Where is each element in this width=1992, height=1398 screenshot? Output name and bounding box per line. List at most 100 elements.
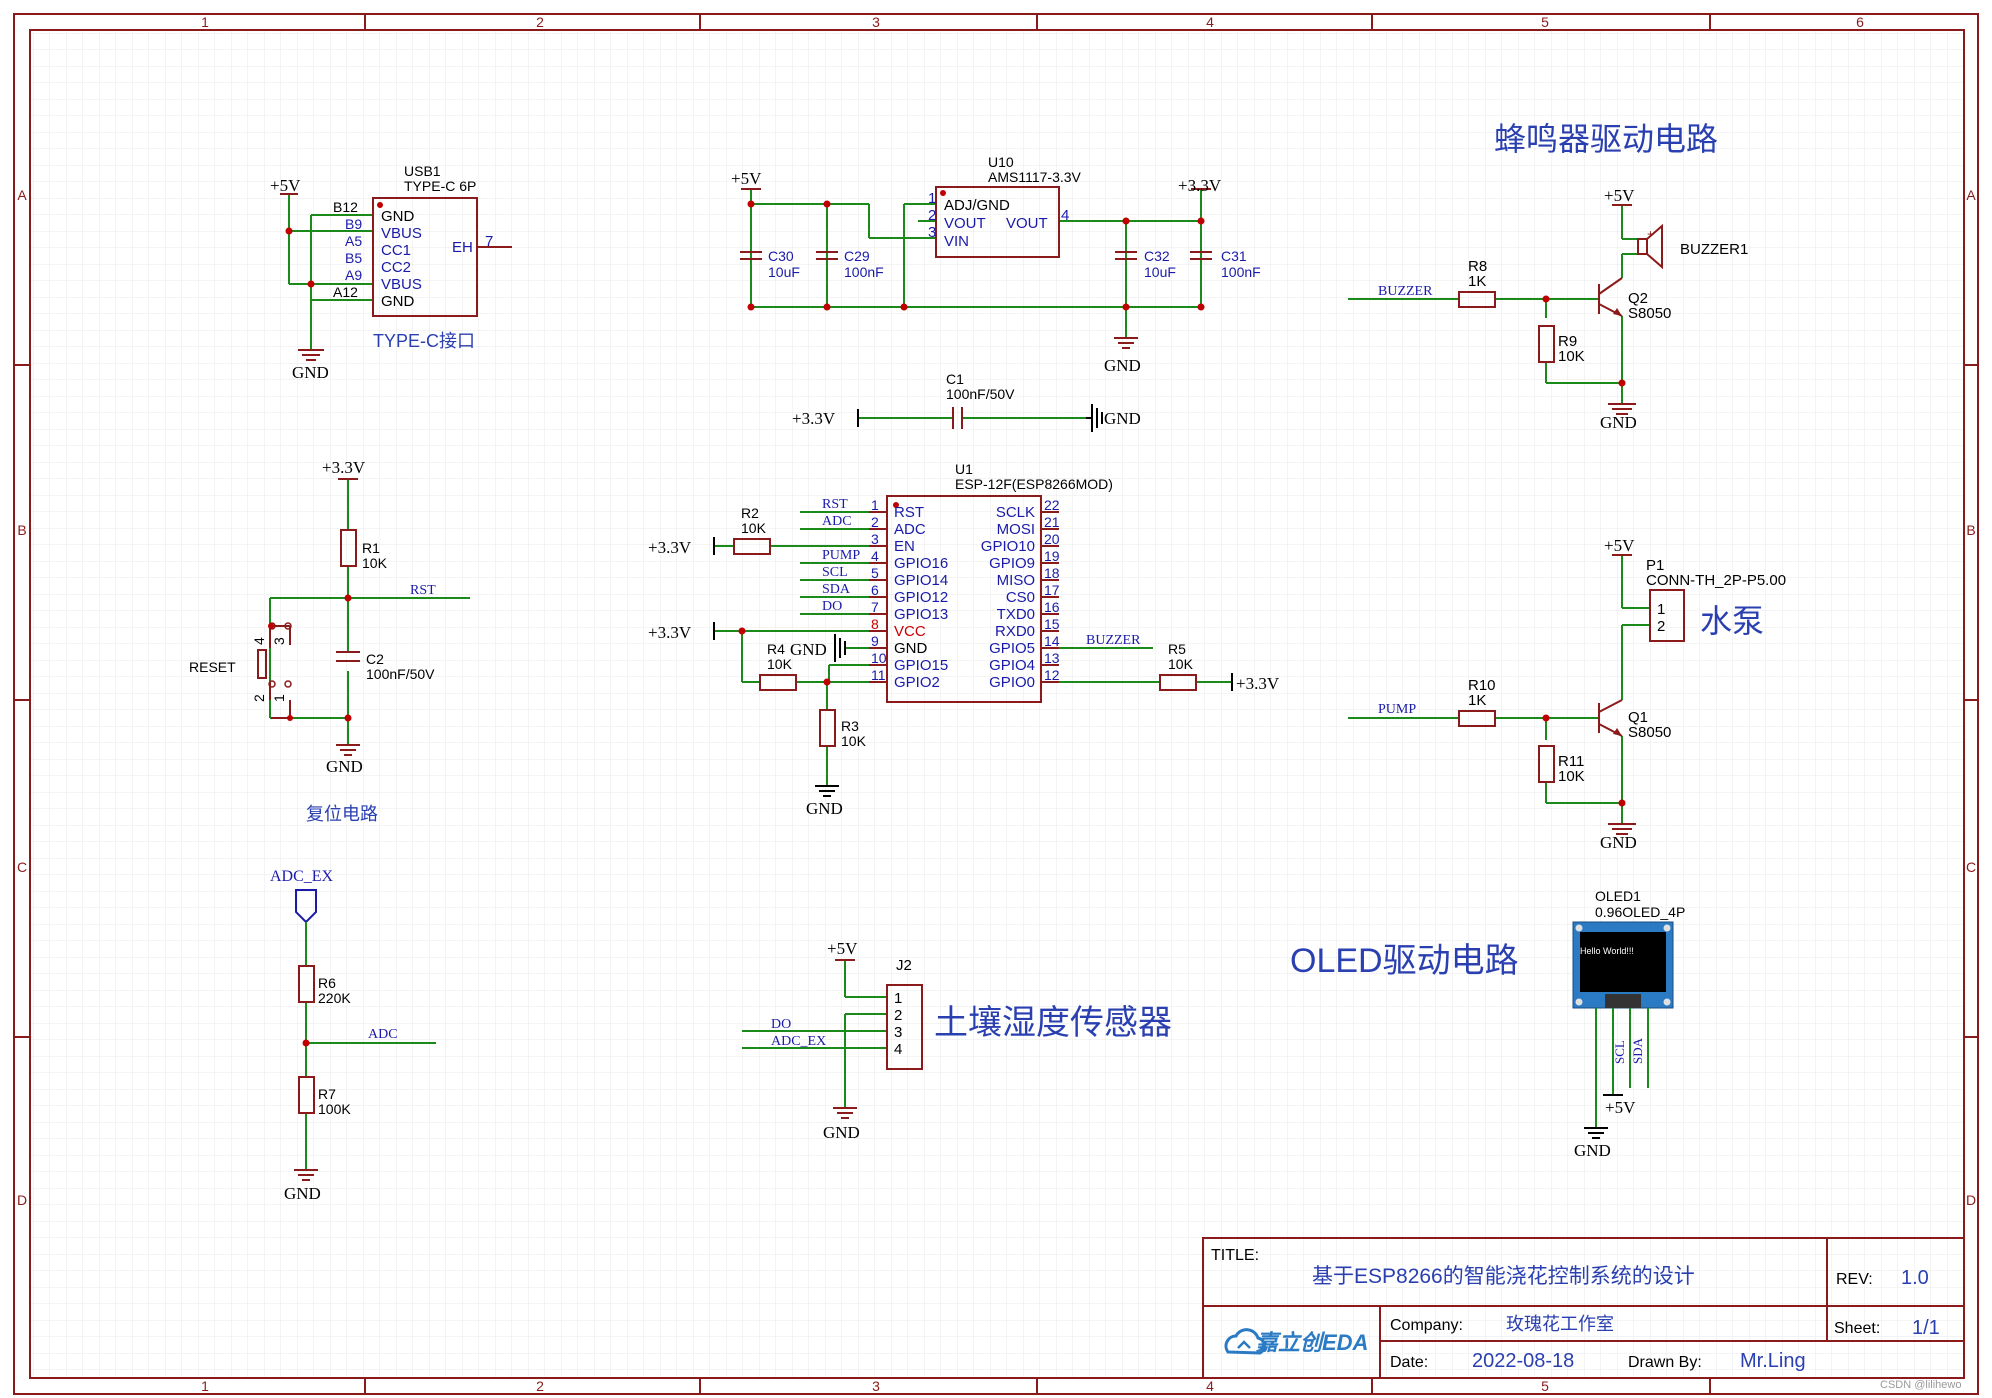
buzzer-plus: + — [1647, 227, 1654, 241]
pin-name: EH — [452, 239, 473, 256]
pin-name: GPIO13 — [894, 606, 948, 623]
drawing-title: 基于ESP8266的智能浇花控制系统的设计 — [1312, 1265, 1695, 1288]
eda-logo-icon — [1224, 1328, 1266, 1355]
oled-screen-text: Hello World!!! — [1580, 946, 1634, 956]
row-label: B — [17, 522, 26, 538]
net-label: SDA — [822, 582, 851, 597]
pin-name: GND — [381, 208, 415, 225]
drawing-frame — [13, 13, 1979, 1395]
power-label: +5V — [827, 939, 858, 958]
pin-num: 1 — [928, 190, 936, 207]
pin-num: 3 — [271, 637, 287, 645]
pin-name: GPIO4 — [989, 657, 1035, 674]
typec-title: TYPE-C接口 — [373, 331, 475, 351]
res-value: 10K — [741, 520, 767, 536]
res-ref: R3 — [841, 718, 859, 734]
cap-value: 100nF — [1221, 264, 1261, 280]
esp-section: U1 ESP-12F(ESP8266MOD) R2 10K R4 10K R3 … — [648, 461, 1280, 818]
pin-num: A12 — [333, 284, 358, 300]
power-label: +3.3V — [648, 623, 692, 642]
pin-num: 12 — [1044, 667, 1060, 683]
oled-value: 0.96OLED_4P — [1595, 904, 1685, 920]
reset-section: +3.3V GND RST R1 10K C2 100nF/50V RESET … — [189, 458, 470, 824]
pin-name: ADJ/GND — [944, 197, 1010, 214]
pin-name: MISO — [997, 572, 1035, 589]
gnd-label: GND — [326, 757, 363, 776]
res-ref: R2 — [741, 505, 759, 521]
oled-ref: OLED1 — [1595, 888, 1641, 904]
net-label: SCL — [1612, 1040, 1627, 1064]
res-value: 10K — [1558, 768, 1585, 785]
pin-name: ADC — [894, 521, 926, 538]
res-ref: R6 — [318, 975, 336, 991]
res-ref: R8 — [1468, 258, 1487, 275]
pin-num: A5 — [345, 233, 362, 249]
pin-num: 4 — [1061, 207, 1069, 224]
pin-num: 4 — [871, 548, 879, 564]
pin-num: 7 — [485, 233, 493, 250]
power-label: +5V — [731, 169, 762, 188]
pin-num: 4 — [251, 637, 267, 645]
power-label: +5V — [1605, 1098, 1636, 1117]
pin-num: 2 — [1657, 618, 1665, 635]
net-label: RST — [822, 497, 848, 512]
pin-name: VCC — [894, 623, 926, 640]
pin-num: 1 — [894, 990, 902, 1007]
pin-name: GPIO0 — [989, 674, 1035, 691]
power-label: +3.3V — [322, 458, 366, 477]
pin-name: GPIO16 — [894, 555, 948, 572]
company-value: 玫瑰花工作室 — [1506, 1314, 1614, 1334]
cap-value: 100nF/50V — [946, 386, 1015, 402]
col-label: 3 — [872, 1378, 880, 1394]
adc-port-icon — [295, 889, 317, 924]
pump-title: 水泵 — [1700, 603, 1764, 639]
pin-name: VOUT — [1006, 215, 1048, 232]
col-label: 1 — [201, 1378, 209, 1394]
power-label: +3.3V — [1236, 674, 1280, 693]
title-label: TITLE: — [1211, 1247, 1259, 1264]
adc-section: ADC_EX ADC R6 220K R7 100K GND — [270, 868, 436, 1203]
res-ref: R5 — [1168, 641, 1186, 657]
row-label: A — [17, 187, 27, 203]
soil-section: +5V GND DO ADC_EX J2 1 2 3 4 土壤湿度传感器 — [742, 939, 1172, 1142]
pin-name: VOUT — [944, 215, 986, 232]
usb-typec-section: +5V GND USB1 TYPE-C 6P B12 B9 A5 B5 A9 A… — [270, 163, 512, 382]
net-label: PUMP — [822, 548, 860, 563]
pin-num: 2 — [251, 694, 267, 702]
pin-num: 9 — [871, 633, 879, 649]
cap-value: 100nF — [844, 264, 884, 280]
pin-num: B9 — [345, 216, 362, 232]
watermark: CSDN @lilihewo — [1880, 1379, 1961, 1391]
res-value: 100K — [318, 1101, 351, 1117]
pin-name: CS0 — [1006, 589, 1035, 606]
drawn-value: Mr.Ling — [1740, 1350, 1806, 1372]
grid-background — [30, 30, 1964, 1378]
soil-title: 土壤湿度传感器 — [934, 1004, 1172, 1042]
gnd-label: GND — [284, 1184, 321, 1203]
res-value: 10K — [767, 656, 793, 672]
date-value: 2022-08-18 — [1472, 1350, 1574, 1372]
pin-num: 7 — [871, 599, 879, 615]
col-label: 5 — [1541, 14, 1549, 30]
esp-value: ESP-12F(ESP8266MOD) — [955, 476, 1113, 492]
pin-num: 2 — [871, 514, 879, 530]
pin-name: CC1 — [381, 242, 411, 259]
pin-name: GND — [894, 640, 928, 657]
pin-num: 18 — [1044, 565, 1060, 581]
power-label: +5V — [270, 176, 301, 195]
oled-screen — [1580, 932, 1666, 992]
res-value: 1K — [1468, 692, 1486, 709]
frame-ticks — [14, 14, 1978, 1394]
net-label: PUMP — [1378, 702, 1416, 717]
pin-num: 11 — [871, 667, 886, 683]
pin-name: VBUS — [381, 225, 422, 242]
pin-num: 6 — [871, 582, 879, 598]
pin-num: 17 — [1044, 582, 1060, 598]
net-label: SCL — [822, 565, 848, 580]
adc-port-label: ADC_EX — [270, 868, 334, 885]
pin-num: 19 — [1044, 548, 1060, 564]
buzzer-section: 蜂鸣器驱动电路 + +5V GN — [1348, 121, 1748, 432]
res-value: 10K — [1558, 348, 1585, 365]
net-label: DO — [771, 1017, 791, 1032]
row-label: D — [17, 1192, 27, 1208]
